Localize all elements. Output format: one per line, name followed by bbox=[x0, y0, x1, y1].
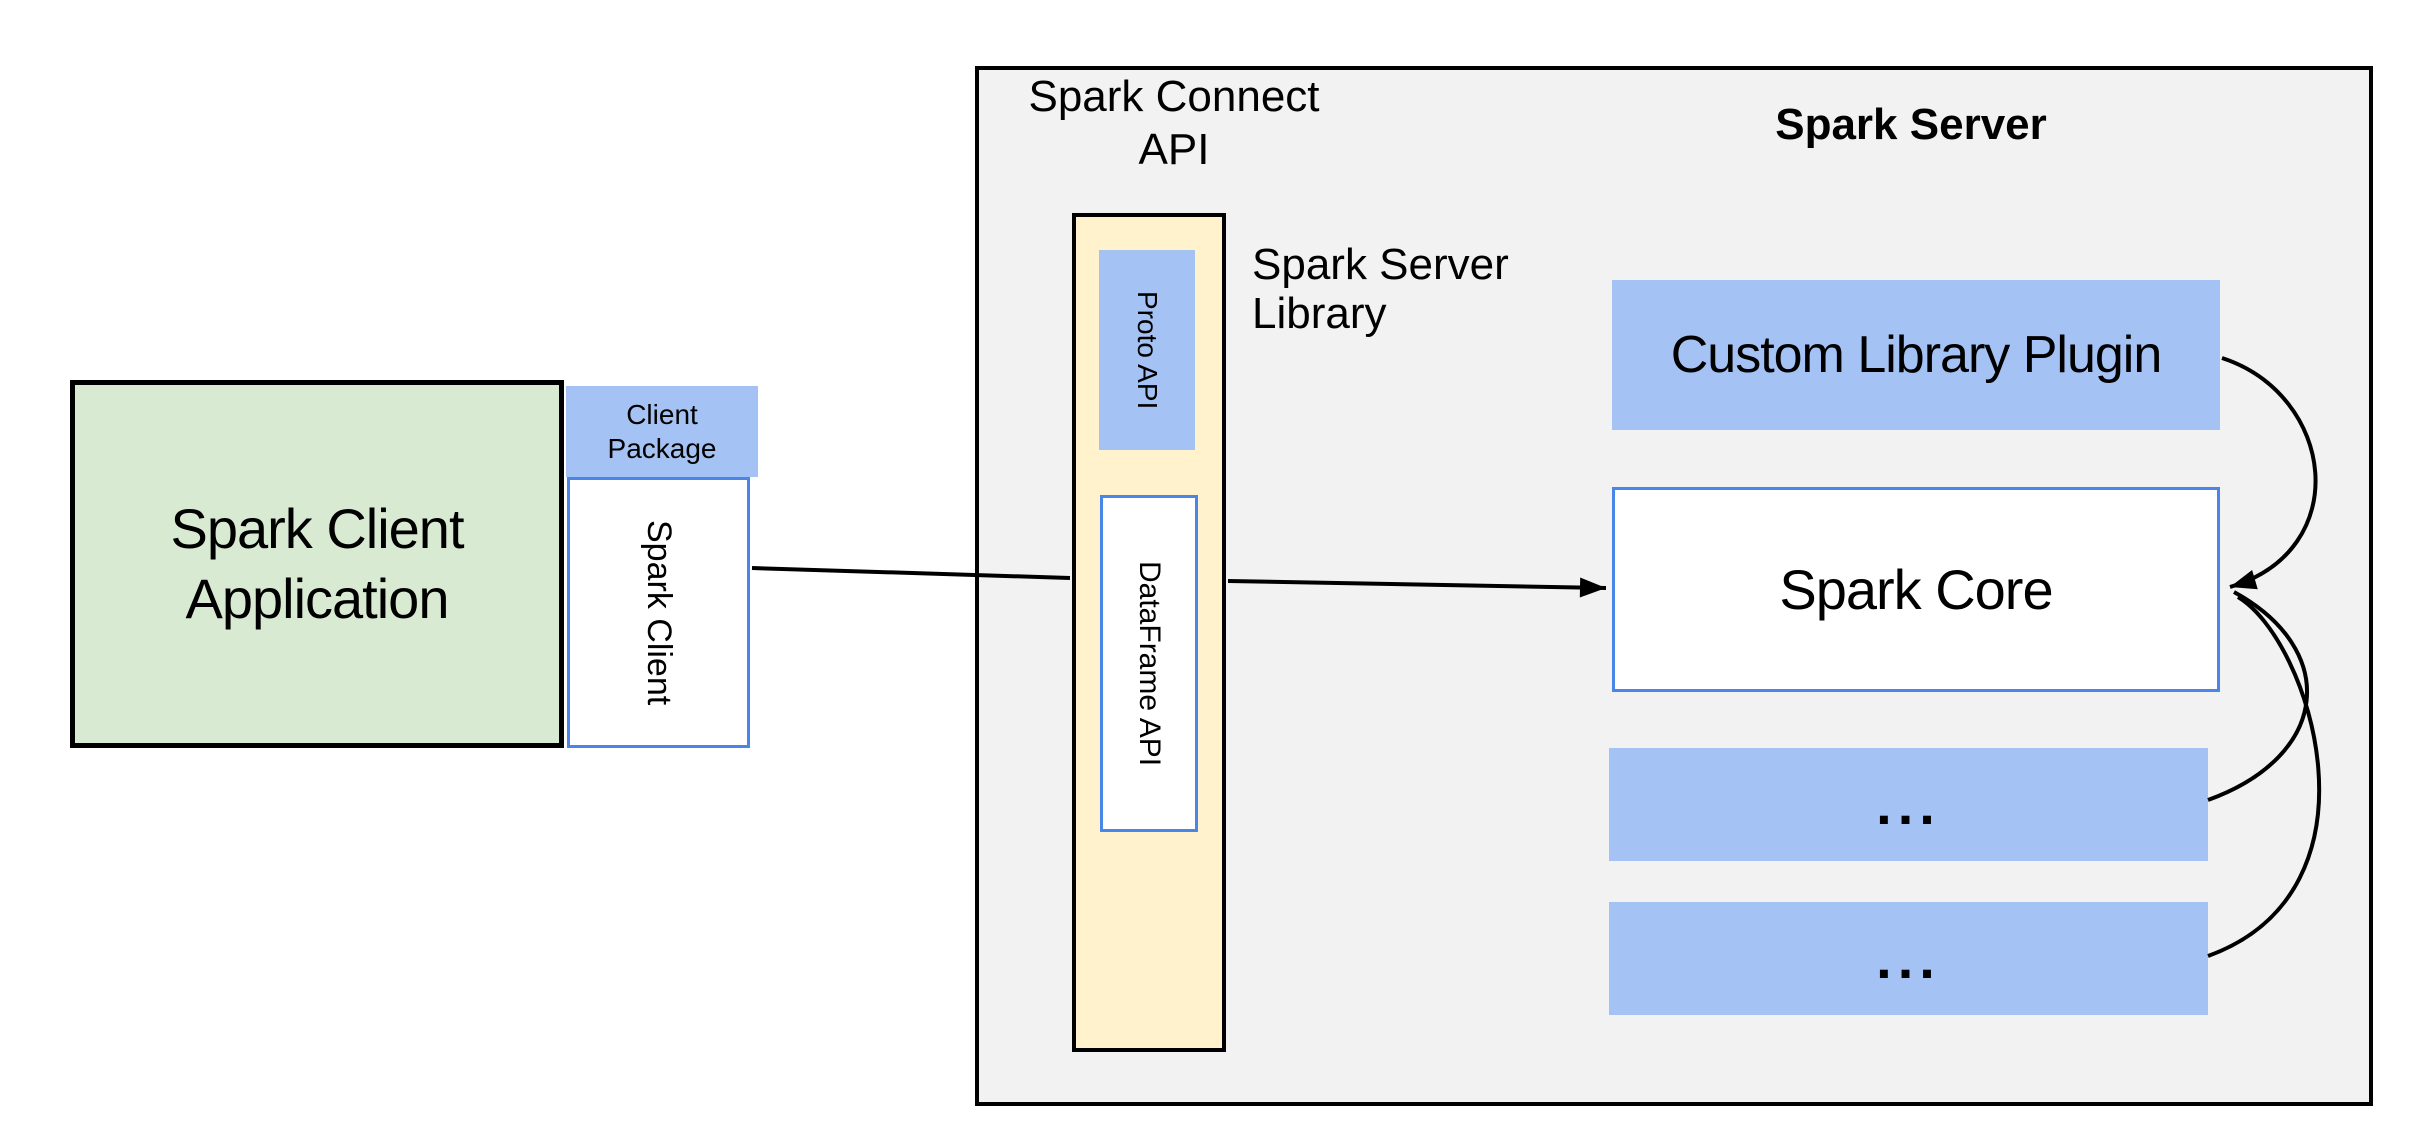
spark-client-box: Spark Client bbox=[567, 477, 750, 748]
client-package-box: Client Package bbox=[566, 386, 758, 477]
spark-client-application-box: Spark Client Application bbox=[70, 380, 564, 748]
custom-library-plugin-box: Custom Library Plugin bbox=[1612, 280, 2220, 430]
spark-core-box: Spark Core bbox=[1612, 487, 2220, 692]
spark-server-title: Spark Server bbox=[1775, 100, 2047, 149]
proto-api-box: Proto API bbox=[1099, 250, 1195, 450]
spark-connect-api-label: Spark Connect API bbox=[1028, 72, 1320, 174]
spark-server-library-label: Spark Server Library bbox=[1252, 240, 1509, 338]
additional-plugin-box-1: ... bbox=[1609, 748, 2208, 861]
additional-plugin-box-2: ... bbox=[1609, 902, 2208, 1015]
dataframe-api-box: DataFrame API bbox=[1100, 495, 1198, 832]
